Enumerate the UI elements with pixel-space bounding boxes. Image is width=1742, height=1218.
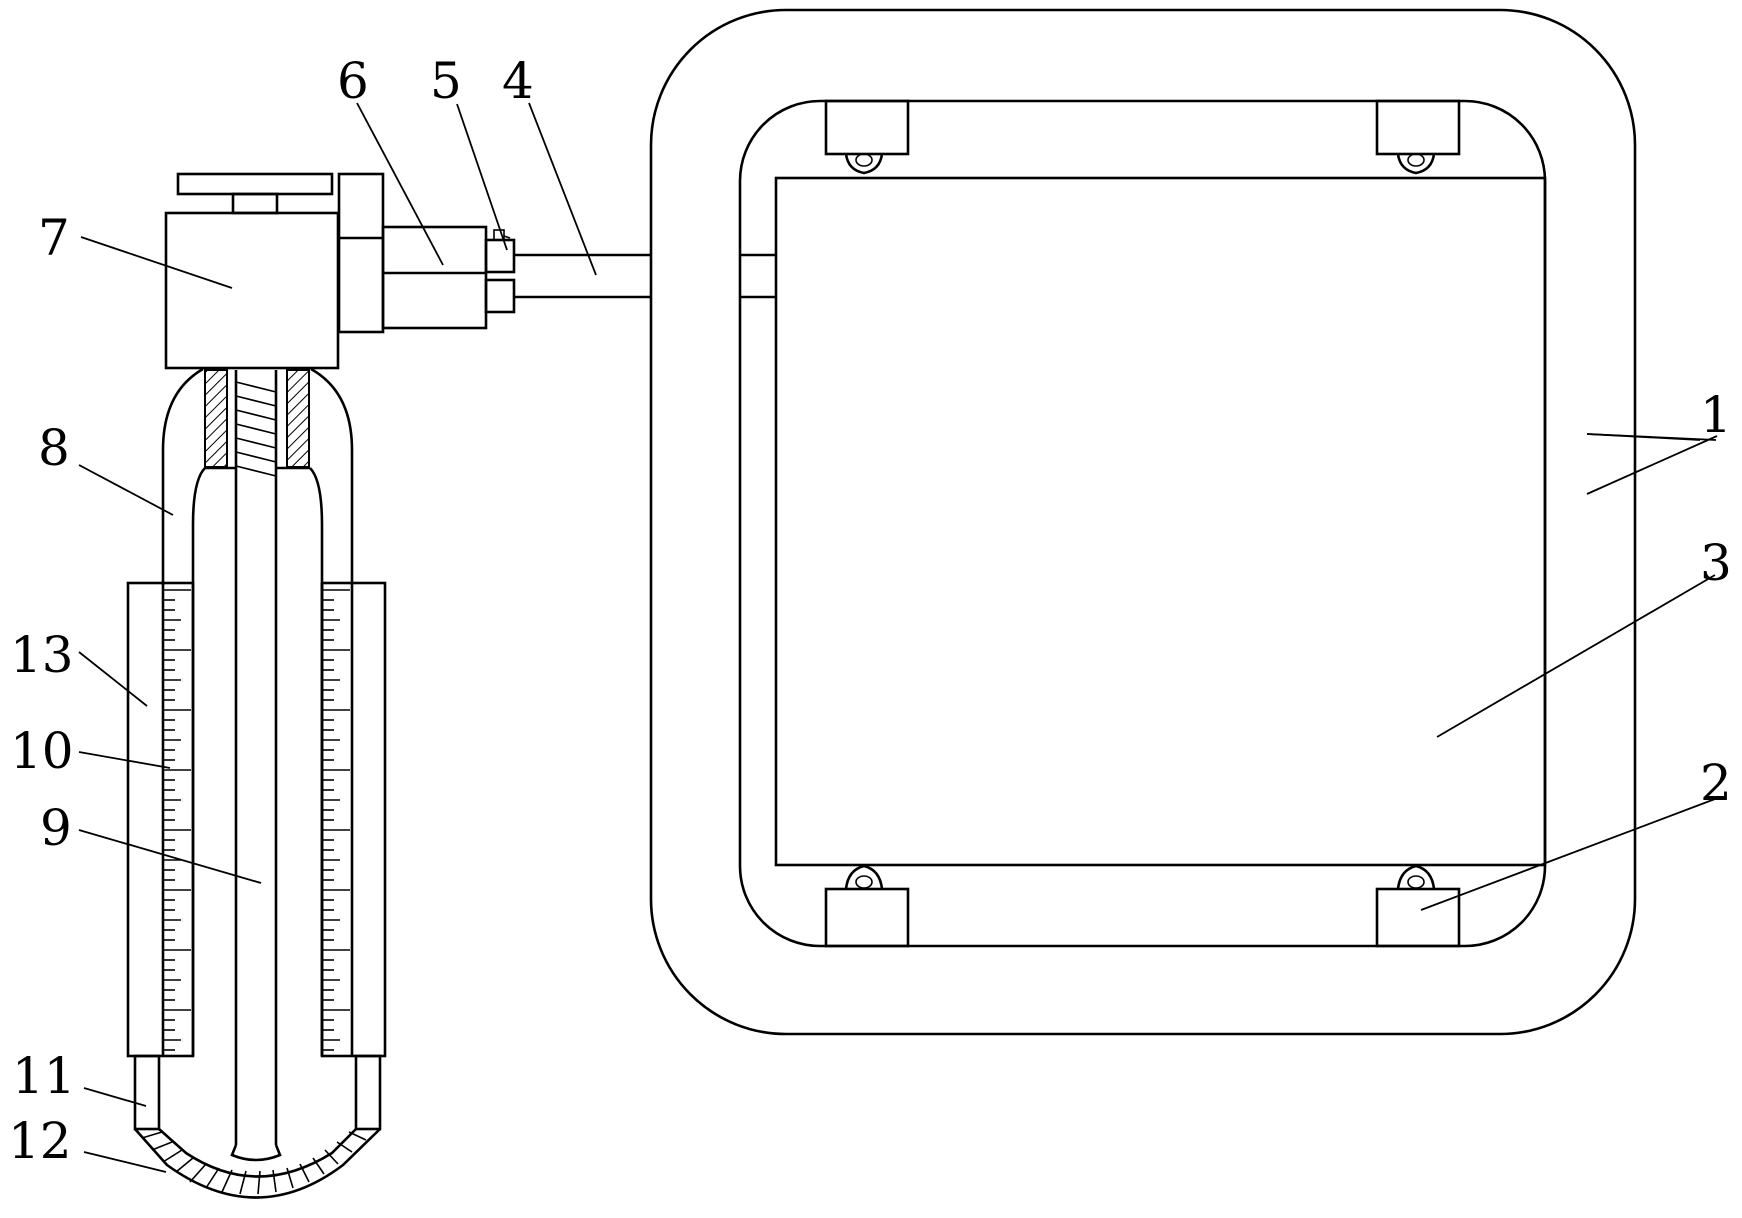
drill-tooth: [189, 1163, 207, 1183]
drill-tooth: [141, 1131, 163, 1139]
panel-board: [774, 176, 1547, 867]
label-5: 5: [430, 52, 462, 110]
drill-tooth: [336, 1141, 353, 1153]
label-11: 11: [12, 1047, 76, 1105]
label-4: 4: [502, 52, 534, 110]
label-6: 6: [337, 52, 369, 110]
drill-tooth: [312, 1157, 325, 1175]
drill-tooth: [257, 1170, 261, 1195]
drill-tooth: [162, 1149, 183, 1163]
label-7: 7: [38, 209, 70, 267]
bracket-top-left: [824, 99, 910, 156]
bracket-bottom-right: [1375, 887, 1461, 948]
drill-tooth: [272, 1169, 277, 1193]
drill-tooth: [239, 1170, 247, 1195]
coupling: [484, 229, 516, 314]
label-10: 10: [10, 722, 74, 780]
drill-tooth: [221, 1169, 233, 1193]
connecting-rod: [514, 253, 776, 299]
drill-tooth: [151, 1141, 173, 1151]
drill-tooth: [205, 1167, 220, 1189]
label-9: 9: [40, 799, 72, 857]
leader-lines: [78, 102, 1718, 1173]
drill-tooth: [175, 1157, 194, 1173]
graduated-tubes: [126, 581, 387, 1058]
label-12: 12: [8, 1112, 72, 1170]
label-2: 2: [1700, 754, 1732, 812]
drill-head: [133, 1054, 382, 1199]
drill-tooth: [299, 1163, 310, 1183]
screw-rod: [230, 370, 282, 1162]
drill-tooth: [286, 1167, 294, 1189]
outer-frame: [649, 8, 1637, 1036]
motor-shaft-housing: [381, 225, 488, 330]
label-8: 8: [38, 419, 70, 477]
bracket-bottom-left: [824, 887, 910, 948]
callout-labels: 1 2 3 4 5 6 7 8 9 10 11 12 13: [8, 52, 1732, 1170]
label-13: 13: [10, 626, 74, 684]
label-3: 3: [1700, 534, 1732, 592]
bracket-top-right: [1375, 99, 1461, 156]
mount-brackets: [824, 99, 1461, 948]
drill-tooth: [348, 1131, 367, 1141]
drill-tooth: [324, 1149, 339, 1165]
drill-sleeve: [161, 367, 354, 1056]
label-1: 1: [1700, 386, 1732, 444]
gear-box: [164, 172, 385, 370]
